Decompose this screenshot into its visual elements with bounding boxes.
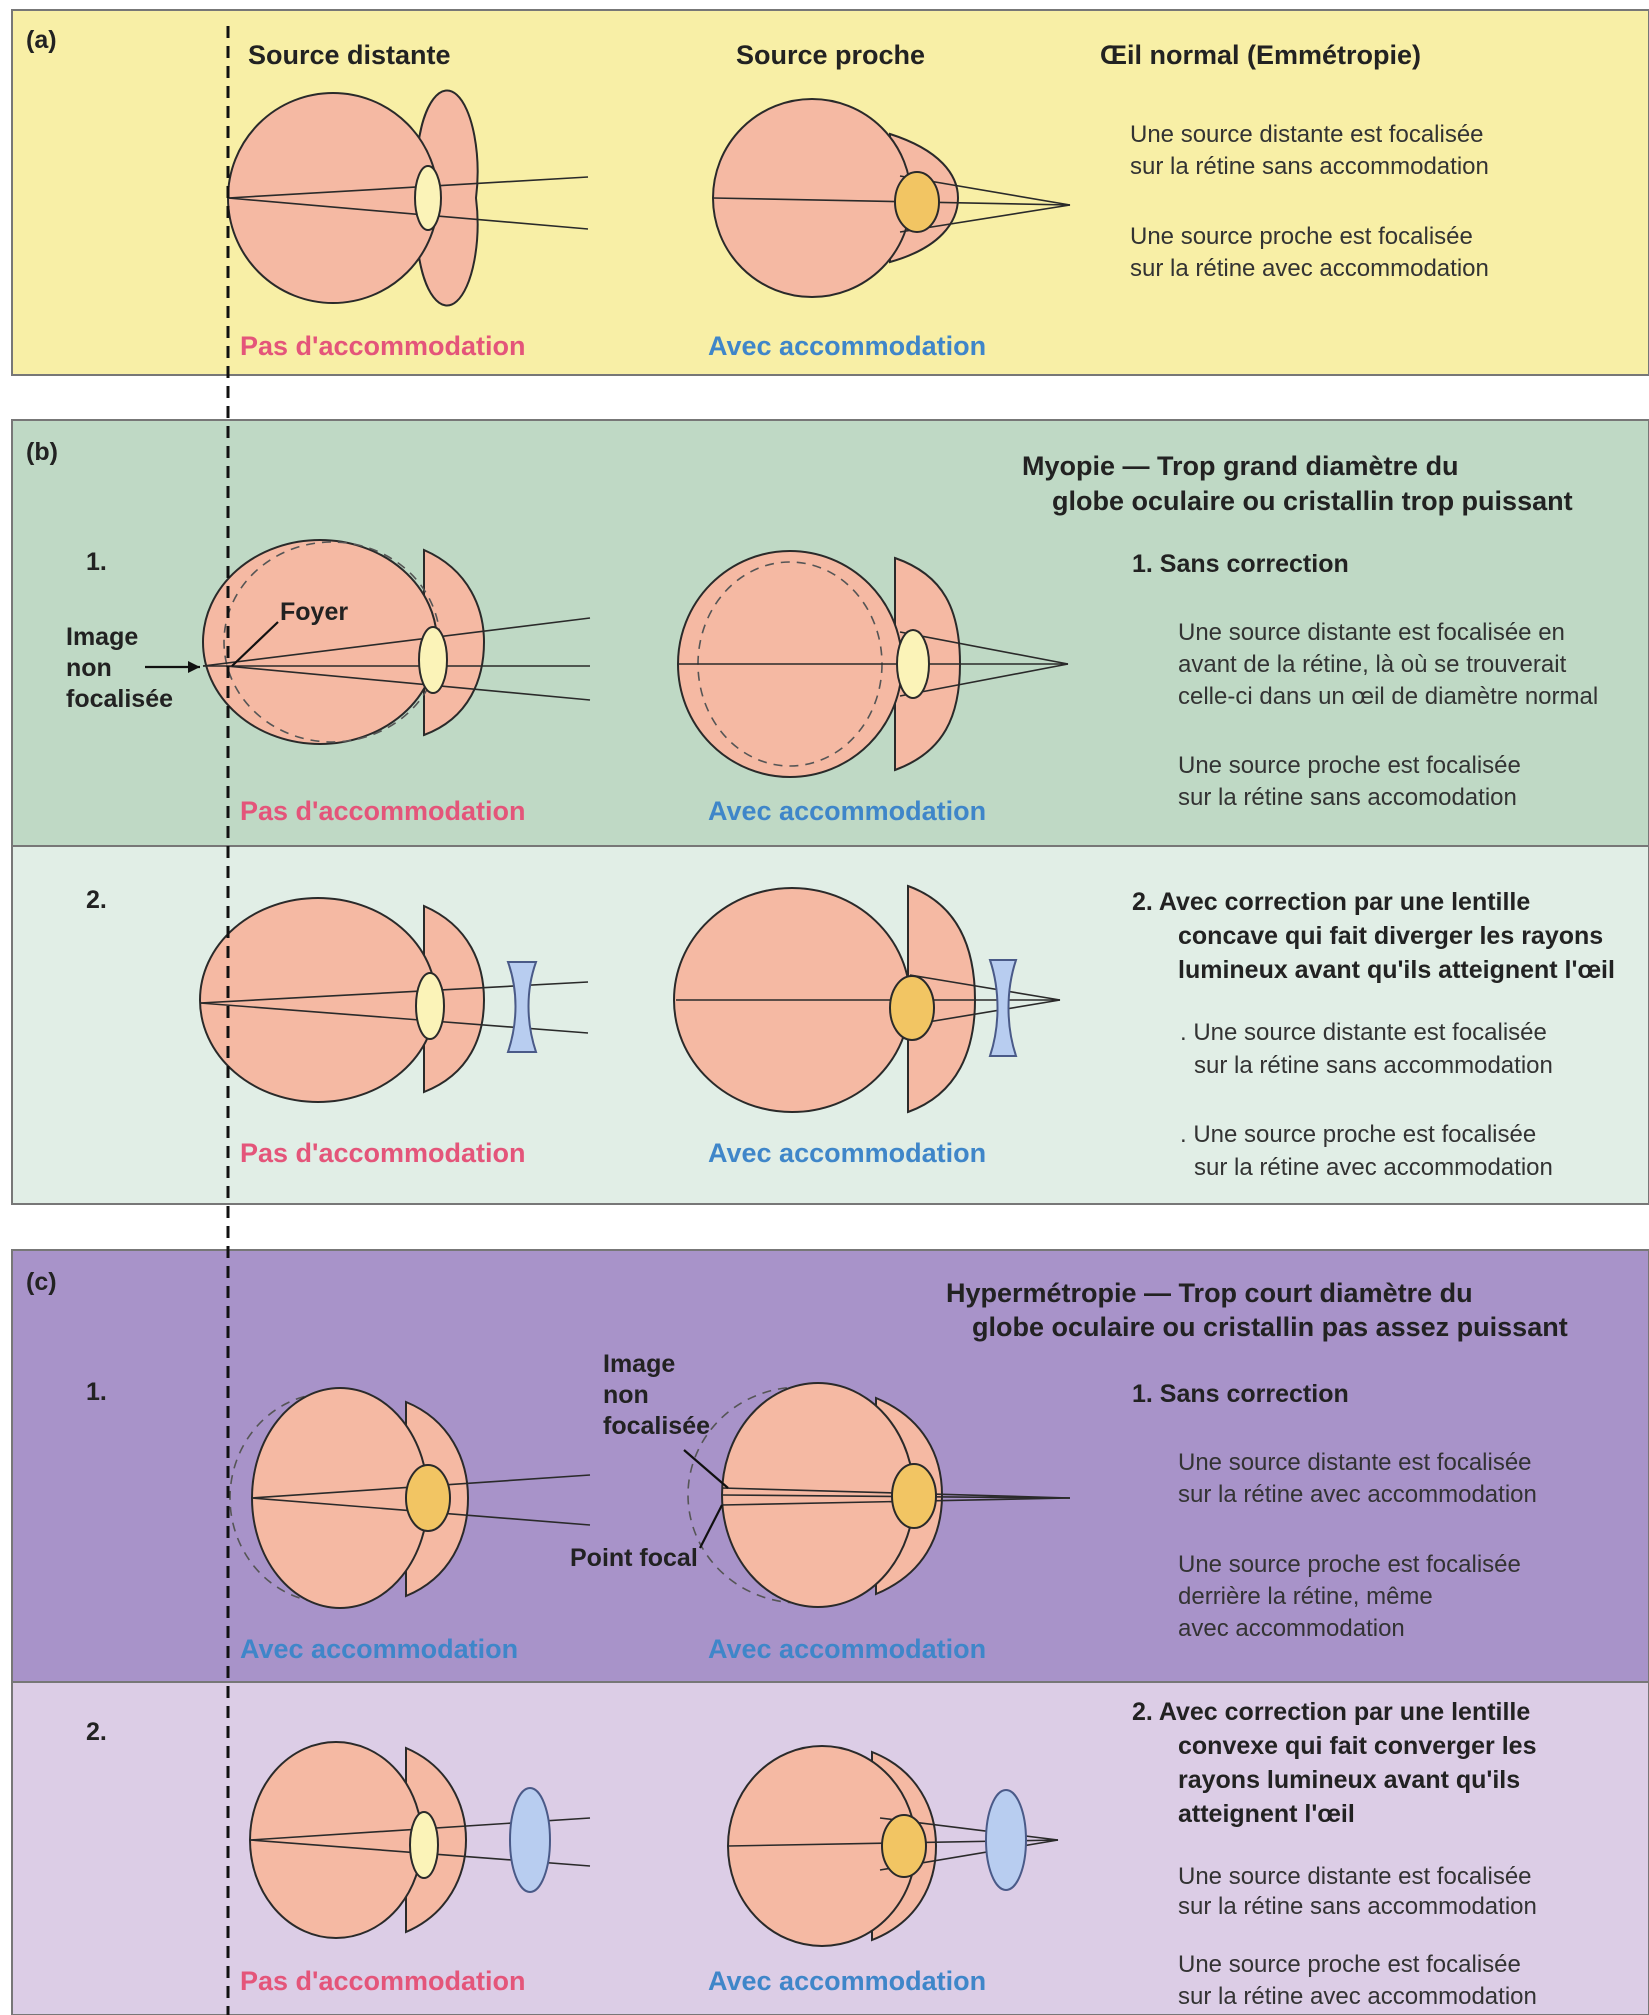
panel-b-sub2-title-line2: concave qui fait diverger les rayons xyxy=(1178,922,1603,950)
col-near-title: Source proche xyxy=(736,40,925,70)
panel-a-title: Œil normal (Emmétropie) xyxy=(1100,40,1421,70)
panel-b2-caption-no-accommodation: Pas d'accommodation xyxy=(240,1138,526,1168)
panel-c-sub1-title: 1. Sans correction xyxy=(1132,1380,1349,1408)
panel-a-desc1-line2: sur la rétine sans accommodation xyxy=(1130,153,1489,180)
panel-b-sub1-desc2-line1: Une source proche est focalisée xyxy=(1178,752,1521,779)
panel-c-sub1-desc2-line3: avec accommodation xyxy=(1178,1615,1405,1642)
panel-a-desc2-line2: sur la rétine avec accommodation xyxy=(1130,255,1489,282)
panel-b-title-line2: globe oculaire ou cristallin trop puissa… xyxy=(1052,486,1573,516)
point-focal-label: Point focal xyxy=(570,1544,698,1572)
panel-c2-caption-no-accommodation: Pas d'accommodation xyxy=(240,1966,526,1996)
panel-b-label: (b) xyxy=(26,438,58,466)
panel-c-title-line2: globe oculaire ou cristallin pas assez p… xyxy=(972,1312,1568,1342)
panel-c-sub1-desc1-line1: Une source distante est focalisée xyxy=(1178,1449,1532,1476)
panel-b-sub1-desc1-line1: Une source distante est focalisée en xyxy=(1178,619,1565,646)
hyperopia-image-label-line1: Image xyxy=(603,1350,675,1378)
panel-b1-caption-no-accommodation: Pas d'accommodation xyxy=(240,796,526,826)
panel-b-sub2-desc1-line2: sur la rétine sans accommodation xyxy=(1194,1052,1553,1079)
image-label-line3: focalisée xyxy=(66,685,173,713)
panel-c-sub2-desc2-line2: sur la rétine avec accommodation xyxy=(1178,1983,1537,2010)
panel-a-desc1-line1: Une source distante est focalisée xyxy=(1130,121,1484,148)
panel-c-sub2-desc1-line1: Une source distante est focalisée xyxy=(1178,1863,1532,1890)
panel-b-sub2-desc2-line1: . Une source proche est focalisée xyxy=(1180,1121,1536,1148)
panel-c-sub2-title-line3: rayons lumineux avant qu'ils xyxy=(1178,1766,1520,1794)
panel-c2-caption-accommodation: Avec accommodation xyxy=(708,1966,986,1996)
panel-b-title-line1: Myopie — Trop grand diamètre du xyxy=(1022,451,1459,481)
panel-c1-caption-accommodation-right: Avec accommodation xyxy=(708,1634,986,1664)
panel-b-sub1-desc2-line2: sur la rétine sans accomodation xyxy=(1178,784,1517,811)
foyer-label: Foyer xyxy=(280,598,348,626)
panel-c-row1-number: 1. xyxy=(86,1378,107,1406)
panel-b-sub1-desc1-line3: celle-ci dans un œil de diamètre normal xyxy=(1178,683,1598,710)
panel-b-sub2-desc2-line2: sur la rétine avec accommodation xyxy=(1194,1154,1553,1181)
col-distant-title: Source distante xyxy=(248,40,451,70)
panel-c-sub2-title-line1: 2. Avec correction par une lentille xyxy=(1132,1698,1530,1726)
panel-b-sub2-title-line3: lumineux avant qu'ils atteignent l'œil xyxy=(1178,956,1615,984)
panel-c1-caption-accommodation-left: Avec accommodation xyxy=(240,1634,518,1664)
panel-c-sub2-desc2-line1: Une source proche est focalisée xyxy=(1178,1951,1521,1978)
panel-c-sub1-desc2-line2: derrière la rétine, même xyxy=(1178,1583,1433,1610)
panel-a-caption-no-accommodation: Pas d'accommodation xyxy=(240,331,526,361)
panel-c-label: (c) xyxy=(26,1268,57,1296)
panel-a-label: (a) xyxy=(26,26,57,54)
panel-b-sub1-title: 1. Sans correction xyxy=(1132,550,1349,578)
panel-c-title-line1: Hypermétropie — Trop court diamètre du xyxy=(946,1278,1473,1308)
convex-lens xyxy=(510,1788,550,1892)
panel-b-row2-number: 2. xyxy=(86,886,107,914)
panel-b1-caption-accommodation: Avec accommodation xyxy=(708,796,986,826)
panel-a-desc2-line1: Une source proche est focalisée xyxy=(1130,223,1473,250)
convex-lens-near xyxy=(986,1790,1026,1890)
image-label-line2: non xyxy=(66,654,112,682)
hyperopia-image-label-line2: non xyxy=(603,1381,649,1409)
hyperopia-image-label-line3: focalisée xyxy=(603,1412,710,1440)
panel-b-sub2-desc1-line1: . Une source distante est focalisée xyxy=(1180,1019,1547,1046)
panel-c-sub1-desc2-line1: Une source proche est focalisée xyxy=(1178,1551,1521,1578)
panel-b-sub2-title-line1: 2. Avec correction par une lentille xyxy=(1132,888,1530,916)
panel-b2-caption-accommodation: Avec accommodation xyxy=(708,1138,986,1168)
panel-b-row1-number: 1. xyxy=(86,548,107,576)
panel-c-sub2-desc1-line2: sur la rétine sans accommodation xyxy=(1178,1893,1537,1920)
panel-c-sub1-desc1-line2: sur la rétine avec accommodation xyxy=(1178,1481,1537,1508)
image-label-line1: Image xyxy=(66,623,138,651)
panel-c-sub2-title-line2: convexe qui fait converger les xyxy=(1178,1732,1536,1760)
panel-c-row2-number: 2. xyxy=(86,1718,107,1746)
panel-c-sub2-title-line4: atteignent l'œil xyxy=(1178,1800,1355,1828)
panel-a-caption-accommodation: Avec accommodation xyxy=(708,331,986,361)
panel-b-sub1-desc1-line2: avant de la rétine, là où se trouverait xyxy=(1178,651,1567,678)
